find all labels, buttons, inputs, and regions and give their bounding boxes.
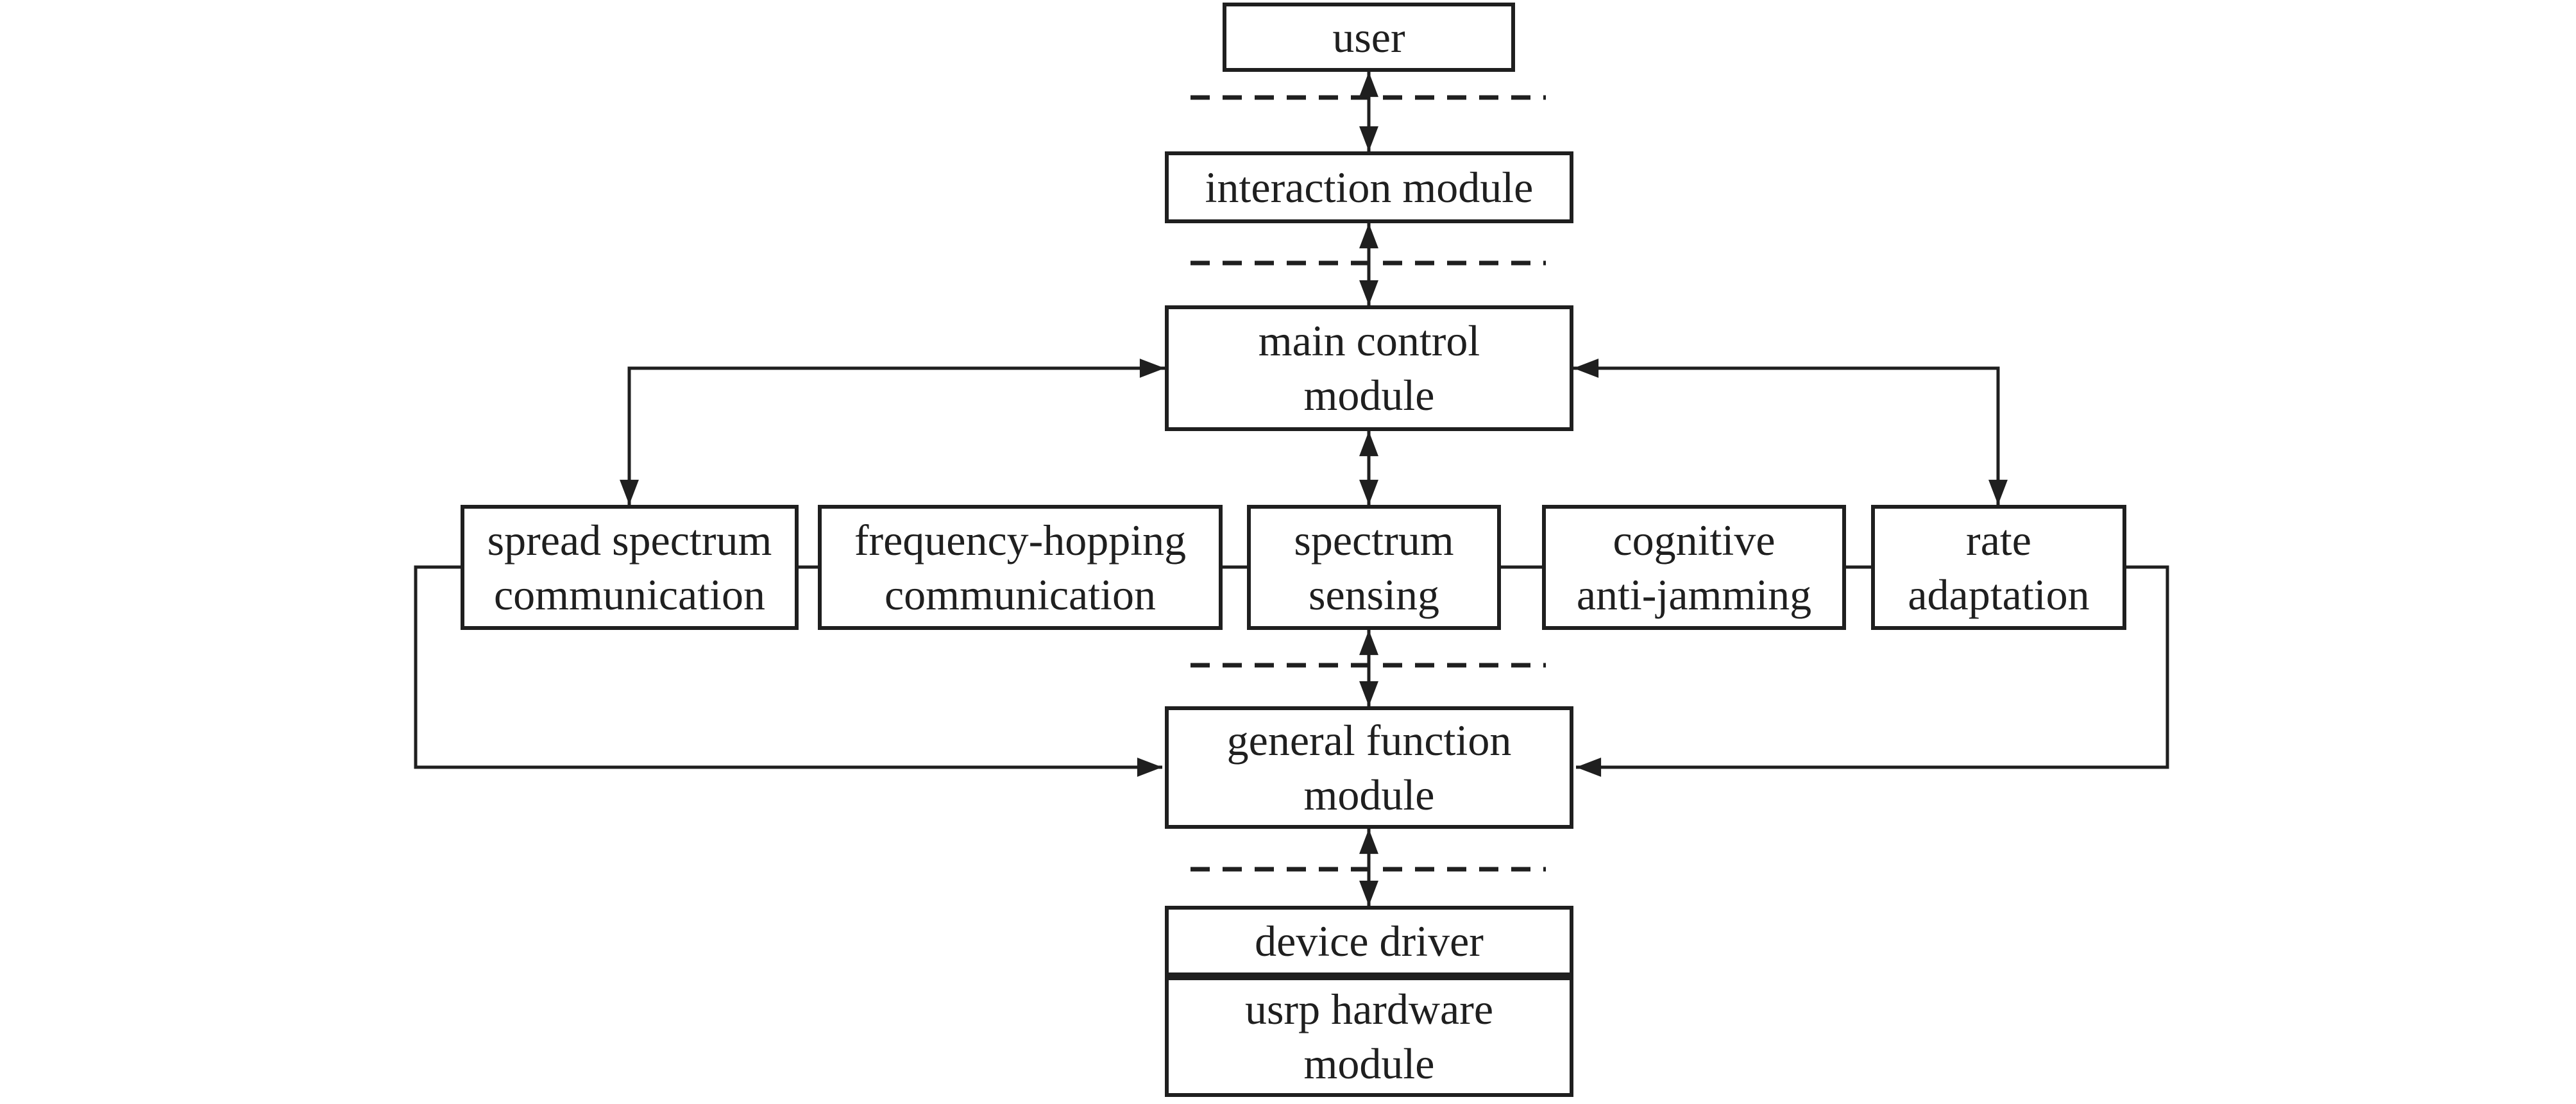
arrow-main-control-rate-adaptation bbox=[1573, 359, 2008, 505]
node-usrp-hardware-module: usrp hardware module bbox=[1165, 976, 1573, 1097]
node-general-function-label-line1: general function bbox=[1226, 715, 1512, 765]
node-main-control-module: main control module bbox=[1165, 305, 1573, 431]
node-main-control-module-label-line2: module bbox=[1303, 371, 1435, 420]
node-frequency-hopping-label-line2: communication bbox=[884, 570, 1156, 619]
node-rate-adaptation-label-line2: adaptation bbox=[1908, 570, 2090, 619]
node-cognitive-anti-jamming: cognitive anti-jamming bbox=[1542, 505, 1846, 630]
node-device-driver-label: device driver bbox=[1255, 916, 1484, 965]
node-cognitive-label-line2: anti-jamming bbox=[1576, 570, 1812, 619]
node-interaction-module: interaction module bbox=[1165, 151, 1573, 223]
arrow-bypass-left-general-function bbox=[414, 565, 1162, 777]
arrow-bypass-right-general-function bbox=[1576, 565, 2169, 777]
node-user-label: user bbox=[1332, 12, 1405, 62]
node-rate-adaptation: rate adaptation bbox=[1871, 505, 2126, 630]
node-general-function-label-line2: module bbox=[1303, 770, 1435, 819]
node-usrp-hardware-label-line1: usrp hardware bbox=[1244, 985, 1494, 1033]
node-spread-spectrum-label-line1: spread spectrum bbox=[487, 515, 772, 565]
node-rate-adaptation-label-line1: rate bbox=[1966, 515, 2031, 565]
node-spectrum-sensing-label-line2: sensing bbox=[1309, 570, 1439, 619]
node-frequency-hopping-label-line1: frequency-hopping bbox=[854, 515, 1187, 565]
node-device-driver: device driver bbox=[1165, 906, 1573, 976]
node-user: user bbox=[1223, 3, 1515, 72]
arrow-main-control-spread-spectrum bbox=[620, 359, 1165, 505]
node-spread-spectrum-label-line2: communication bbox=[493, 570, 765, 619]
node-spread-spectrum-communication: spread spectrum communication bbox=[461, 505, 799, 630]
node-spectrum-sensing: spectrum sensing bbox=[1247, 505, 1501, 630]
node-main-control-module-label-line1: main control bbox=[1258, 316, 1480, 365]
node-frequency-hopping-communication: frequency-hopping communication bbox=[818, 505, 1223, 630]
node-interaction-module-label: interaction module bbox=[1205, 162, 1534, 212]
node-general-function-module: general function module bbox=[1165, 706, 1573, 829]
node-spectrum-sensing-label-line1: spectrum bbox=[1294, 515, 1454, 565]
node-cognitive-label-line1: cognitive bbox=[1613, 515, 1775, 565]
node-usrp-hardware-label-line2: module bbox=[1303, 1039, 1435, 1088]
